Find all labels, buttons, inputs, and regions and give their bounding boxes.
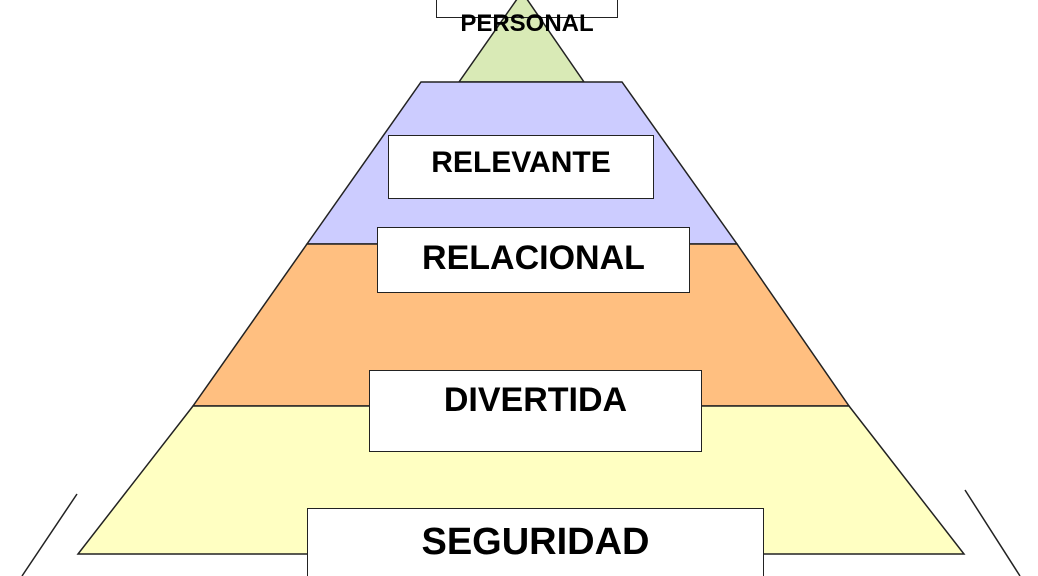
level-label-relevante: RELEVANTE: [388, 135, 654, 199]
level-label-personal: PERSONAL: [460, 10, 594, 37]
label-box-personal: [436, 0, 618, 18]
right-side-line: [964, 489, 1021, 576]
level-label-seguridad: SEGURIDAD: [307, 508, 764, 576]
level-label-divertida: DIVERTIDA: [369, 370, 702, 452]
left-side-line: [21, 493, 78, 576]
level-label-relacional: RELACIONAL: [377, 227, 690, 293]
